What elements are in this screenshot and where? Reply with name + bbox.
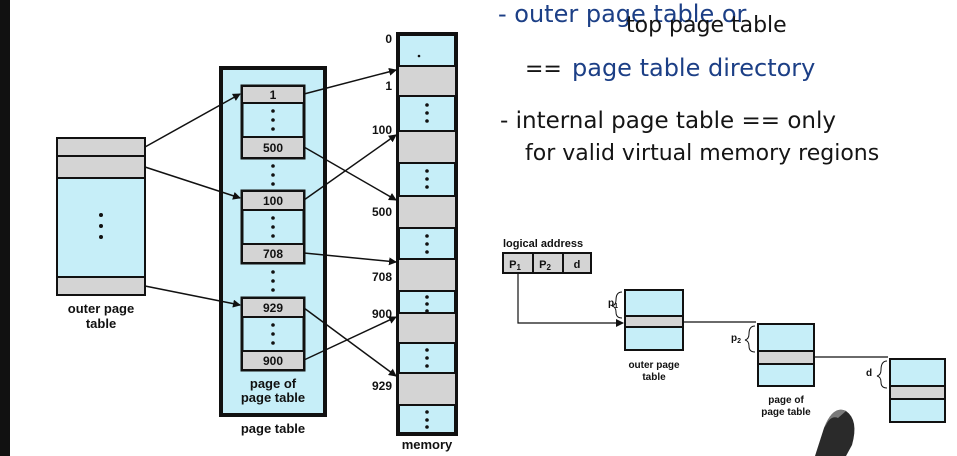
page-table: 1 500 100 708 929 900 page of page table… (219, 66, 327, 436)
small-outer-page-table: p1 outer page table (608, 289, 684, 383)
p2-brace (744, 325, 756, 353)
note-line-4: - internal page table == only (500, 108, 836, 134)
ellipsis-icon (271, 323, 275, 345)
pte-last: 708 (263, 247, 283, 261)
memory: 0 1 100 500 708 900 929 memory (372, 32, 458, 452)
page-table-label: page table (241, 421, 305, 436)
pte-last: 900 (263, 354, 283, 368)
memory-address: 500 (372, 205, 392, 219)
pte-first: 929 (263, 301, 283, 315)
page-of-page-table-3: 929 900 (240, 296, 306, 372)
ellipsis-icon (99, 213, 103, 239)
memory-address: 100 (372, 123, 392, 137)
small-page-label-1: page of (768, 395, 804, 406)
ellipsis-icon (271, 164, 275, 186)
p1-label: p1 (608, 298, 618, 310)
p2-label: p2 (731, 333, 741, 345)
memory-address: 1 (385, 79, 392, 93)
outer-table-label-1: outer page (68, 301, 134, 316)
address-translation-diagram: logical address P1 P2 d p1 outer page ta… (502, 238, 946, 423)
page-of-page-table-label-1: page of (250, 376, 297, 391)
small-page-label-2: page table (761, 407, 811, 418)
small-outer-label-1: outer page (628, 360, 680, 371)
note-line-3-prefix: == (525, 57, 562, 82)
mapping-arrows (144, 67, 397, 377)
outer-page-table: outer page table (56, 137, 146, 331)
handwritten-notes: - outer page table or top page table == … (498, 0, 879, 166)
ellipsis-icon (425, 103, 429, 429)
pte-last: 500 (263, 141, 283, 155)
page-of-page-table-1: 1 500 (240, 84, 306, 160)
pte-first: 100 (263, 194, 283, 208)
page-of-page-table-label-2: page table (241, 390, 305, 405)
memory-address: 900 (372, 307, 392, 321)
logical-address-fields: P1 P2 d (502, 252, 592, 274)
outer-table-label-2: table (86, 316, 116, 331)
page-of-page-table-2: 100 708 (240, 189, 306, 265)
note-line-1: - outer page table or (498, 0, 747, 28)
p1-brace (611, 291, 623, 319)
small-outer-label-2: table (642, 372, 666, 383)
pen-tip-icon (815, 409, 855, 456)
pte-first: 1 (270, 88, 277, 102)
memory-address: 708 (372, 270, 392, 284)
memory-label: memory (402, 437, 453, 452)
logical-address-label: logical address (503, 238, 583, 250)
field-p2: P2 (539, 259, 551, 272)
p1-arrow (517, 273, 624, 327)
d-label: d (866, 368, 872, 379)
small-page-of-page-table: p2 page of page table (731, 323, 815, 418)
ellipsis-icon (271, 216, 275, 238)
ellipsis-icon (271, 109, 275, 131)
ellipsis-icon (271, 270, 275, 292)
memory-address: 929 (372, 379, 392, 393)
field-d: d (574, 259, 581, 271)
note-line-2: top page table (626, 13, 787, 38)
d-brace (876, 360, 888, 389)
note-line-3-term: page table directory (572, 54, 815, 82)
memory-address: 0 (385, 32, 392, 46)
note-line-5: for valid virtual memory regions (525, 141, 879, 166)
field-p1: P1 (509, 259, 521, 272)
small-physical-page: d (866, 358, 946, 423)
left-border (0, 0, 10, 456)
